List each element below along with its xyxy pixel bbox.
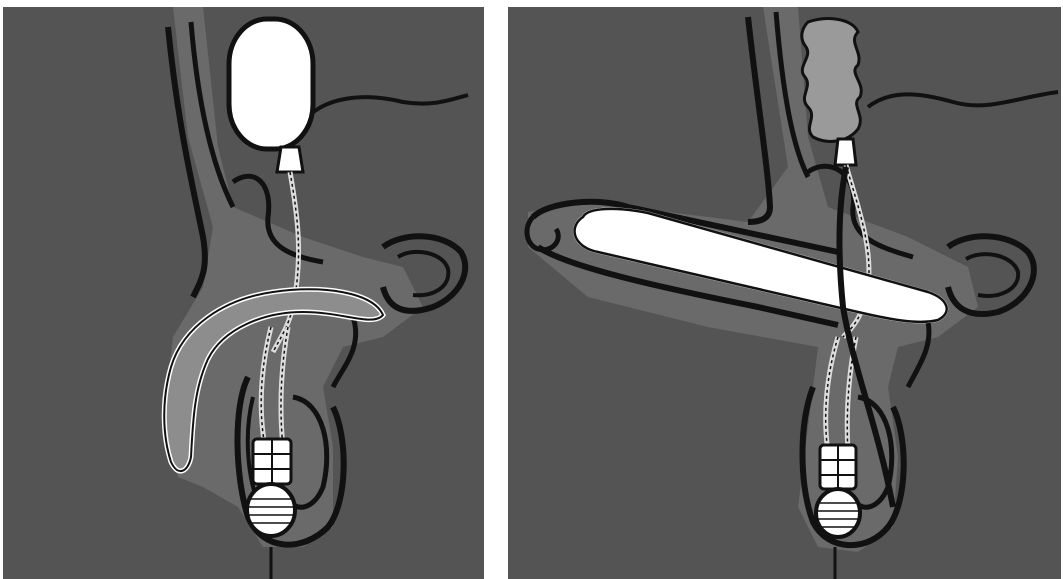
- bladder-contour: [868, 92, 1058, 107]
- inflated-state-panel: [508, 7, 1061, 579]
- reservoir-filled: [229, 19, 313, 149]
- inflated-state-diagram: [508, 7, 1061, 579]
- deflated-state-diagram: [3, 7, 484, 579]
- deflated-state-panel: [3, 7, 484, 579]
- rectum-inner: [966, 254, 1018, 296]
- bladder-contour: [303, 95, 468, 122]
- reservoir-neck: [277, 147, 303, 172]
- abdomen-contour: [748, 17, 770, 222]
- pump-bulb: [816, 489, 860, 537]
- reservoir-emptied: [802, 19, 861, 142]
- reservoir-neck: [835, 139, 856, 165]
- pump-bulb: [247, 484, 295, 536]
